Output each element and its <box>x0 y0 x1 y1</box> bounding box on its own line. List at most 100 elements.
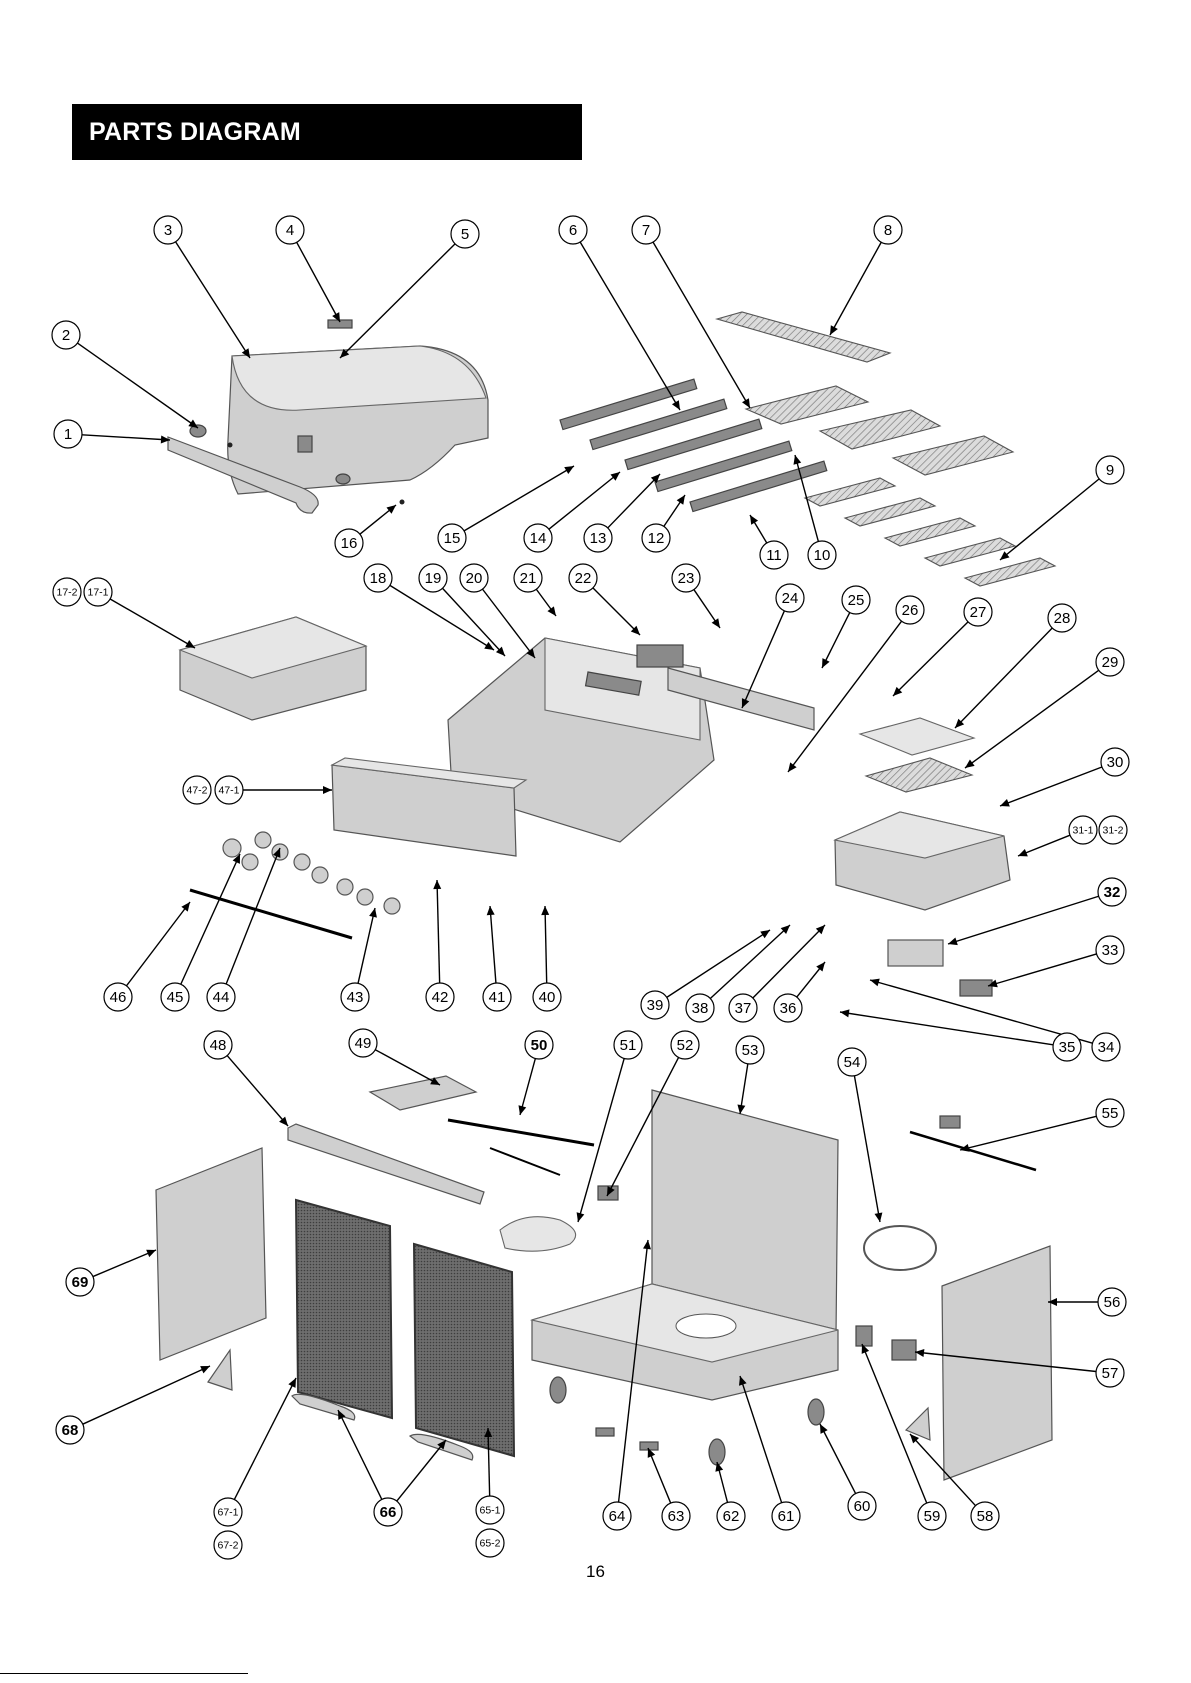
callout-label: 30 <box>1107 754 1124 771</box>
callout-57: 57 <box>1096 1359 1124 1387</box>
callout-label: 61 <box>778 1508 795 1525</box>
leader-arrow-32 <box>948 937 958 945</box>
callout-59: 59 <box>918 1502 946 1530</box>
leader-line-1 <box>82 435 170 440</box>
callout-29: 29 <box>1096 648 1124 676</box>
callout-12: 12 <box>642 524 670 552</box>
leader-line-8 <box>830 242 881 335</box>
bracket-58 <box>906 1408 930 1440</box>
left-side-panel <box>156 1148 266 1360</box>
callout-26: 26 <box>896 596 924 624</box>
callout-label: 47-1 <box>218 785 239 797</box>
callout-11: 11 <box>760 541 788 569</box>
lid-part <box>228 320 488 494</box>
callout-label: 39 <box>647 997 664 1014</box>
leader-line-7 <box>653 242 750 408</box>
leader-line-48 <box>227 1056 288 1126</box>
callout-label: 12 <box>648 530 665 547</box>
callout-label: 19 <box>425 570 442 587</box>
callout-label: 21 <box>520 570 537 587</box>
leader-arrow-40 <box>541 906 549 915</box>
callout-label: 68 <box>62 1422 79 1439</box>
leader-arrow-35 <box>840 1009 850 1017</box>
hinge-59 <box>856 1326 872 1346</box>
leader-line-45 <box>181 854 240 984</box>
callout-56: 56 <box>1098 1288 1126 1316</box>
callout-47-2: 47-2 <box>183 776 211 804</box>
callout-label: 18 <box>370 570 387 587</box>
footer-rule <box>0 1673 248 1674</box>
callout-21: 21 <box>514 564 542 592</box>
callout-label: 25 <box>848 592 865 609</box>
callout-37: 37 <box>729 994 757 1022</box>
callout-39: 39 <box>641 991 669 1019</box>
callout-53: 53 <box>736 1036 764 1064</box>
leader-line-25 <box>822 613 850 668</box>
callout-label: 26 <box>902 602 919 619</box>
caster-left <box>550 1377 566 1403</box>
leader-arrow-16 <box>386 505 396 514</box>
page-number: 16 <box>0 1562 1191 1582</box>
leader-line-28 <box>955 628 1052 728</box>
callout-label: 29 <box>1102 654 1119 671</box>
leader-arrow-21 <box>547 606 556 616</box>
callout-label: 47-2 <box>186 785 207 797</box>
callout-label: 32 <box>1104 884 1121 901</box>
callout-35: 35 <box>1053 1033 1081 1061</box>
leader-line-4 <box>297 242 340 322</box>
leader-arrow-50 <box>518 1105 526 1115</box>
callout-5: 5 <box>451 220 479 248</box>
leader-arrow-12 <box>677 495 685 505</box>
leader-arrow-2 <box>188 420 198 428</box>
leader-line-66 <box>338 1410 382 1499</box>
callout-62: 62 <box>717 1502 745 1530</box>
side-burner-grate <box>866 758 972 792</box>
callout-label: 16 <box>341 535 358 552</box>
caster-right <box>808 1399 824 1425</box>
callout-49: 49 <box>349 1029 377 1057</box>
callout-8: 8 <box>874 216 902 244</box>
cabinet-assembly <box>532 1090 838 1400</box>
leader-line-68 <box>83 1366 210 1424</box>
callout-55: 55 <box>1096 1099 1124 1127</box>
callout-30: 30 <box>1101 748 1129 776</box>
leader-arrow-23 <box>712 618 720 628</box>
callout-label: 64 <box>609 1508 626 1525</box>
callout-label: 67-1 <box>217 1507 238 1519</box>
right-side-panel <box>942 1246 1052 1480</box>
leader-arrow-29 <box>965 759 975 768</box>
callout-label: 34 <box>1098 1039 1115 1056</box>
callout-label: 51 <box>620 1037 637 1054</box>
callout-61: 61 <box>772 1502 800 1530</box>
leader-line-46 <box>126 902 190 986</box>
leader-line-13 <box>608 474 660 528</box>
leader-line-43 <box>358 908 375 983</box>
callout-65-2: 65-2 <box>476 1529 504 1557</box>
leader-line-35 <box>840 1012 1053 1045</box>
callout-7: 7 <box>632 216 660 244</box>
callout-label: 41 <box>489 989 506 1006</box>
leader-line-29 <box>965 670 1099 768</box>
callout-4: 4 <box>276 216 304 244</box>
callout-label: 9 <box>1106 462 1114 479</box>
callout-label: 57 <box>1102 1365 1119 1382</box>
callout-label: 37 <box>735 1000 752 1017</box>
callout-9: 9 <box>1096 456 1124 484</box>
callout-label: 44 <box>213 989 230 1006</box>
callout-label: 15 <box>444 530 461 547</box>
leader-line-19 <box>442 588 505 656</box>
callout-60: 60 <box>848 1492 876 1520</box>
warming-rack <box>717 312 890 362</box>
heat-tents <box>805 478 1055 586</box>
leader-line-55 <box>960 1116 1096 1150</box>
callout-24: 24 <box>776 584 804 612</box>
callout-label: 55 <box>1102 1105 1119 1122</box>
leader-arrow-7 <box>742 398 750 408</box>
callout-label: 69 <box>72 1274 89 1291</box>
leader-line-18 <box>390 585 494 650</box>
callout-6: 6 <box>559 216 587 244</box>
leader-arrow-17-1 <box>185 640 195 648</box>
bracket-68 <box>208 1350 232 1390</box>
callout-label: 33 <box>1102 942 1119 959</box>
callout-label: 7 <box>642 222 650 239</box>
